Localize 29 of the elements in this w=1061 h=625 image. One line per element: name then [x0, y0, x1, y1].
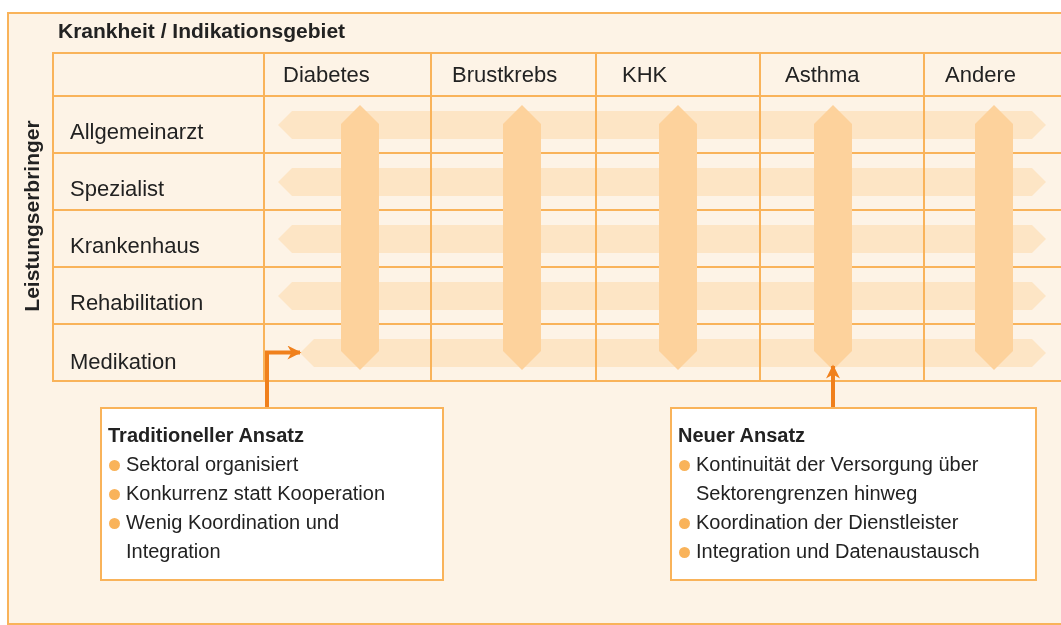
- bullet-item: Sektoral organisiert: [108, 450, 436, 479]
- column-header: Andere: [945, 62, 1016, 88]
- bullet-item: Kontinuität der Versorgung über Sektorengrenzen hinweg: [678, 450, 1029, 508]
- column-header: Brustkrebs: [452, 62, 558, 88]
- bullet-item: Integration und Datenaustausch: [678, 537, 1029, 566]
- row-header: Allgemeinarzt: [70, 119, 204, 145]
- row-header: Rehabilitation: [70, 290, 204, 316]
- table-heading: Krankheit / Indikationsgebiet: [58, 18, 346, 44]
- arrow: [265, 345, 302, 407]
- column-header: KHK: [622, 62, 668, 88]
- bullet-item: Konkurrenz statt Kooperation: [108, 479, 436, 508]
- band-shape: [503, 105, 541, 370]
- band-shape: [814, 105, 852, 370]
- band-shape: [975, 105, 1013, 370]
- text-box: [670, 407, 1037, 581]
- text-box: [100, 407, 444, 581]
- arrow: [826, 364, 840, 407]
- band-shape: [341, 105, 379, 370]
- column-header: Asthma: [785, 62, 860, 88]
- row-header: Krankenhaus: [70, 233, 200, 259]
- row-header: Medikation: [70, 349, 177, 375]
- column-header: Diabetes: [283, 62, 370, 88]
- band-shape: [659, 105, 697, 370]
- row-header: Spezialist: [70, 176, 165, 202]
- bullet-item: Koordination der Dienstleister: [678, 508, 1029, 537]
- axis-heading: Leistungserbringer: [19, 120, 44, 312]
- bullet-item: Wenig Koordination und Integration: [108, 508, 436, 566]
- box-heading: Traditioneller Ansatz: [108, 423, 305, 448]
- box-heading: Neuer Ansatz: [678, 423, 807, 448]
